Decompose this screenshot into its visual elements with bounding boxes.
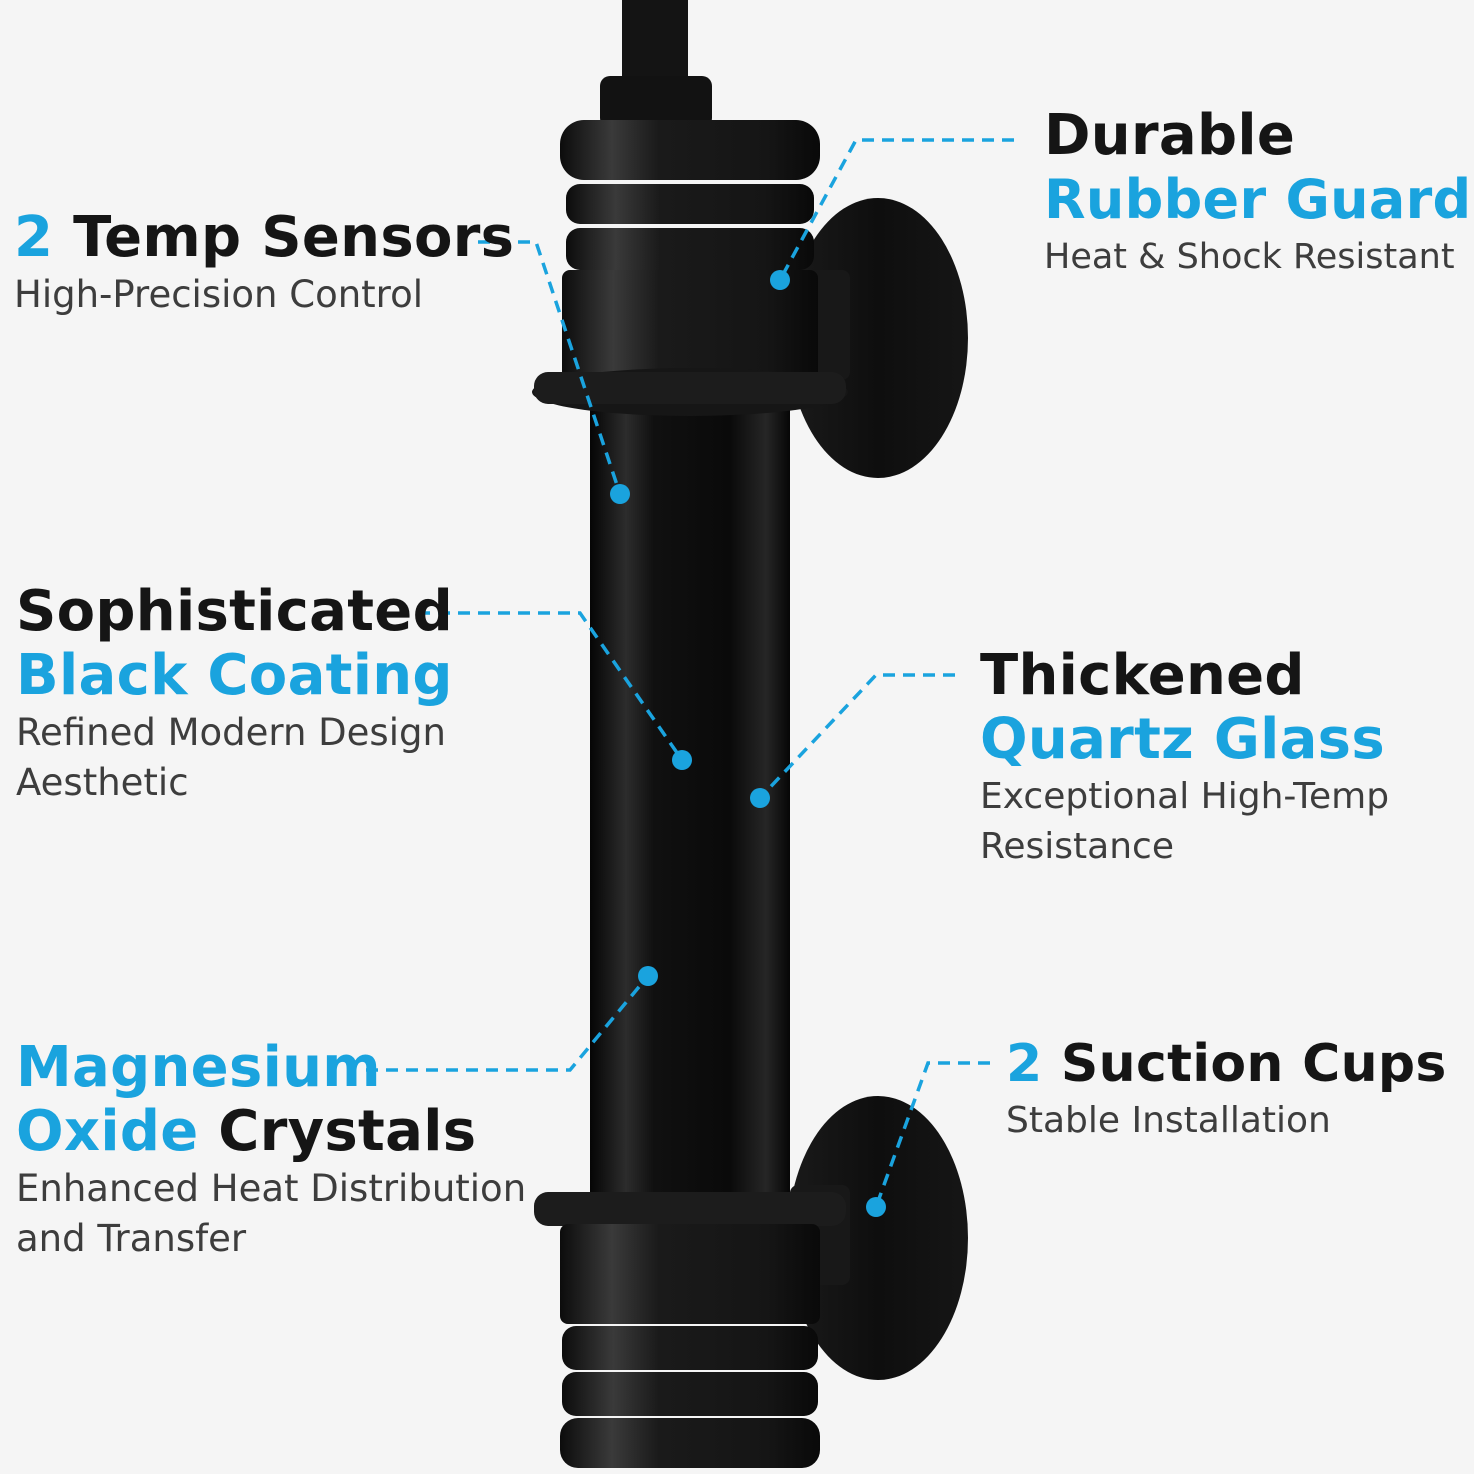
crystals-line1: Magnesium bbox=[16, 1035, 381, 1100]
dot-temp-sensors bbox=[610, 484, 630, 504]
dot-quartz-glass bbox=[750, 788, 770, 808]
callout-rubber-guard: Durable Rubber Guard Heat & Shock Resist… bbox=[1044, 104, 1471, 282]
callout-suction-cups-title: 2 Suction Cups bbox=[1006, 1032, 1447, 1096]
crystals-line2-dark: Crystals bbox=[218, 1099, 477, 1164]
rubber-guard-subtitle: Heat & Shock Resistant bbox=[1044, 237, 1455, 277]
temp-sensors-subtitle: High-Precision Control bbox=[14, 273, 423, 316]
leader-suction-cups bbox=[874, 1061, 990, 1208]
dot-suction-cups bbox=[866, 1197, 886, 1217]
quartz-glass-line2: Quartz Glass bbox=[980, 707, 1385, 772]
callout-crystals: Magnesium Oxide Crystals Enhanced Heat D… bbox=[16, 1036, 526, 1264]
leader-quartz-glass bbox=[758, 673, 955, 800]
heater-cable bbox=[600, 0, 712, 128]
leader-rubber-guard bbox=[778, 138, 1014, 281]
leader-crystals bbox=[366, 974, 650, 1072]
quartz-glass-subtitle-1: Exceptional High-Temp bbox=[980, 776, 1390, 817]
suction-cups-title: Suction Cups bbox=[1060, 1034, 1447, 1094]
callout-quartz-glass: Thickened Quartz Glass Exceptional High-… bbox=[980, 644, 1389, 872]
dot-crystals bbox=[638, 966, 658, 986]
suction-cups-count: 2 bbox=[1006, 1034, 1043, 1094]
leader-dots bbox=[610, 270, 886, 1217]
callout-suction-cups: 2 Suction Cups Stable Installation bbox=[1006, 1032, 1447, 1146]
dot-black-coating bbox=[672, 750, 692, 770]
leader-lines bbox=[366, 138, 1014, 1208]
suction-cups-subtitle: Stable Installation bbox=[1006, 1100, 1331, 1141]
callout-temp-sensors: 2 Temp Sensors High-Precision Control bbox=[14, 206, 514, 320]
temp-sensors-title: Temp Sensors bbox=[73, 205, 515, 270]
callout-temp-sensors-title: 2 Temp Sensors bbox=[14, 206, 514, 270]
black-coating-line1: Sophisticated bbox=[16, 579, 453, 644]
dot-rubber-guard bbox=[770, 270, 790, 290]
black-coating-subtitle-1: Refined Modern Design bbox=[16, 711, 446, 754]
black-coating-subtitle-2: Aesthetic bbox=[16, 761, 189, 804]
temp-sensors-count: 2 bbox=[14, 205, 54, 270]
rubber-guard-line1: Durable bbox=[1044, 103, 1296, 168]
crystals-line2: Oxide Crystals bbox=[16, 1100, 526, 1164]
leader-black-coating bbox=[418, 611, 684, 761]
crystals-line2-blue: Oxide bbox=[16, 1099, 199, 1164]
crystals-subtitle-1: Enhanced Heat Distribution bbox=[16, 1167, 527, 1210]
bottom-cap bbox=[534, 1192, 846, 1468]
quartz-glass-subtitle-2: Resistance bbox=[980, 826, 1174, 867]
quartz-glass-line1: Thickened bbox=[980, 643, 1305, 708]
callout-black-coating: Sophisticated Black Coating Refined Mode… bbox=[16, 580, 453, 808]
top-cap bbox=[532, 120, 848, 416]
black-coating-line2: Black Coating bbox=[16, 643, 453, 708]
crystals-subtitle-2: and Transfer bbox=[16, 1217, 247, 1260]
rubber-guard-line2: Rubber Guard bbox=[1044, 168, 1472, 231]
